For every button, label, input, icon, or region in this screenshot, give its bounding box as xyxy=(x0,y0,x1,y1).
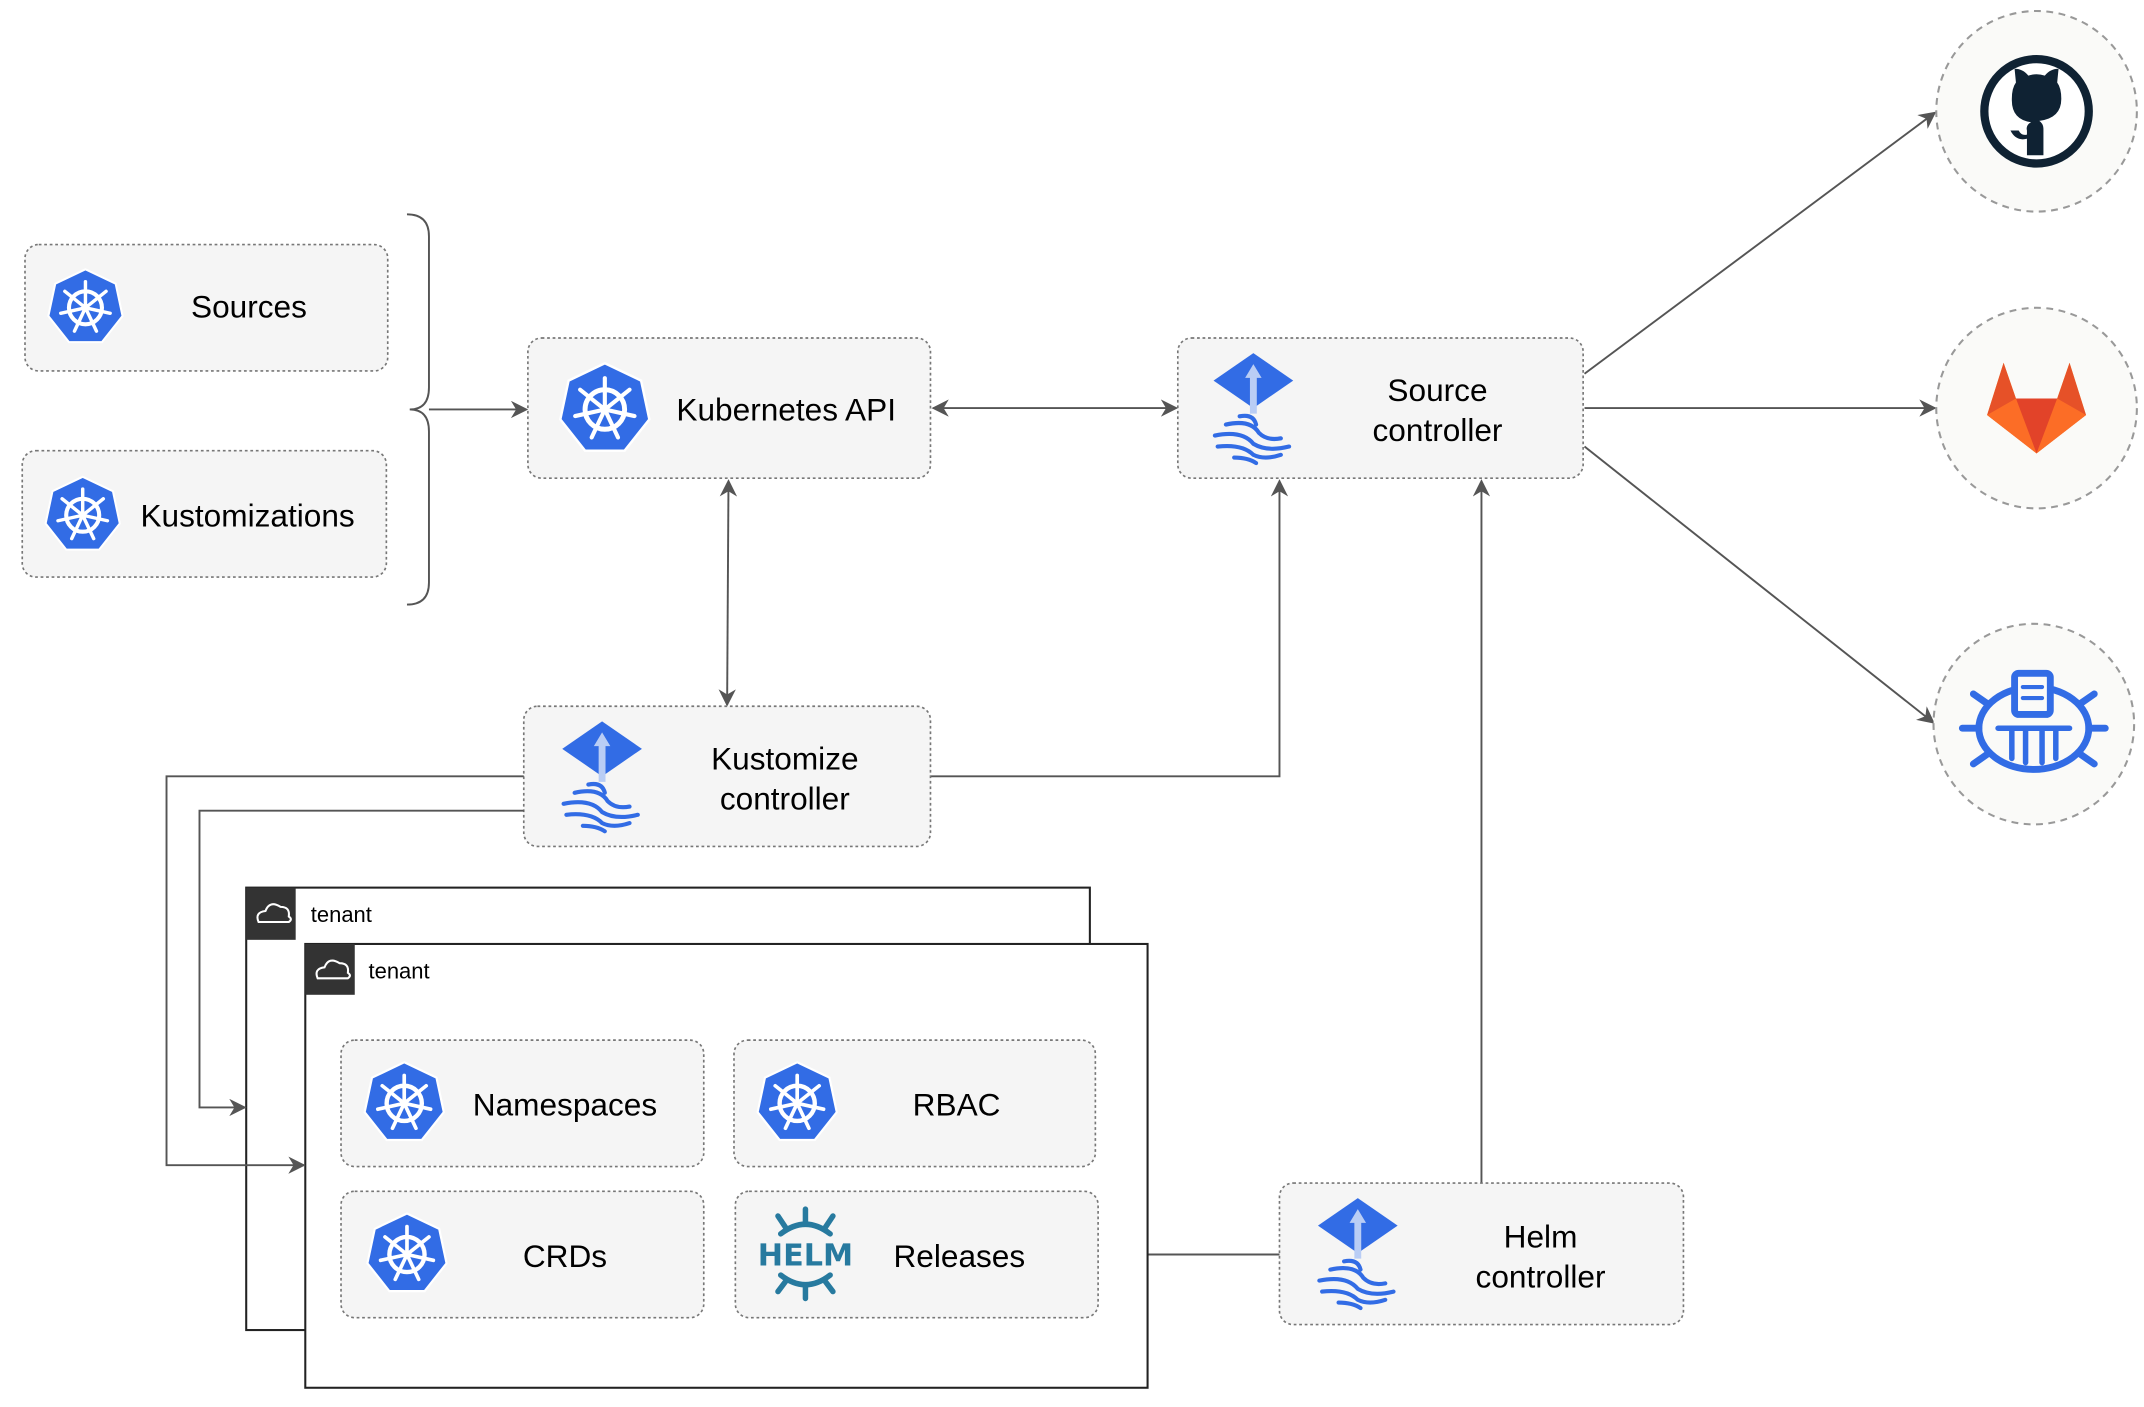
node-label: RBAC xyxy=(913,1087,1001,1123)
helm-repository-node[interactable] xyxy=(1932,622,2136,826)
node-label: Kustomizations xyxy=(140,497,354,533)
node-label: Kustomize xyxy=(711,740,858,776)
edge-kustomize-to-source xyxy=(930,479,1289,778)
node-releases[interactable]: HELM Releases xyxy=(734,1190,1099,1319)
node-kustomizations[interactable]: Kustomizations xyxy=(21,449,388,578)
edge-k8s-api-kustomize-controller xyxy=(718,479,738,707)
gitlab-node[interactable] xyxy=(1935,306,2138,510)
tenant-label: tenant xyxy=(369,958,430,983)
cloud-icon xyxy=(256,903,292,924)
node-helm-controller[interactable]: Helm controller xyxy=(1278,1182,1685,1326)
grouping-brace xyxy=(406,213,430,606)
edge-kustomize-to-tenant-back xyxy=(198,809,524,1117)
github-node[interactable] xyxy=(1935,9,2138,213)
cloud-icon xyxy=(315,959,351,980)
node-label: Releases xyxy=(893,1238,1025,1274)
gitlab-icon xyxy=(1987,362,2087,454)
node-kustomize-controller[interactable]: Kustomize controller xyxy=(522,705,932,848)
node-namespaces[interactable]: Namespaces xyxy=(340,1039,705,1168)
node-label: Sources xyxy=(191,288,307,324)
helm-repository-icon xyxy=(1958,669,2109,773)
node-kubernetes-api[interactable]: Kubernetes API xyxy=(527,337,932,479)
node-rbac[interactable]: RBAC xyxy=(733,1039,1097,1168)
node-label: controller xyxy=(1476,1258,1606,1294)
edge-kustomize-to-tenant-front xyxy=(165,775,524,1174)
node-label: Source xyxy=(1387,372,1487,408)
node-label: Kubernetes API xyxy=(676,391,896,427)
helm-logo-text: HELM xyxy=(758,1238,853,1273)
node-sources[interactable]: Sources xyxy=(24,243,389,372)
edge-source-to-helm-repo xyxy=(1583,445,1935,724)
tenant-label: tenant xyxy=(311,902,372,927)
node-label: CRDs xyxy=(523,1238,607,1274)
node-source-controller[interactable]: Source controller xyxy=(1176,337,1584,479)
github-icon xyxy=(1980,54,2093,168)
node-label: controller xyxy=(1373,412,1503,448)
helm-icon: HELM xyxy=(758,1206,853,1302)
node-crds[interactable]: CRDs xyxy=(340,1190,705,1319)
node-label: Helm xyxy=(1504,1219,1578,1255)
node-label: Namespaces xyxy=(473,1087,657,1123)
edge-source-to-github xyxy=(1583,111,1937,375)
node-label: controller xyxy=(720,780,850,816)
